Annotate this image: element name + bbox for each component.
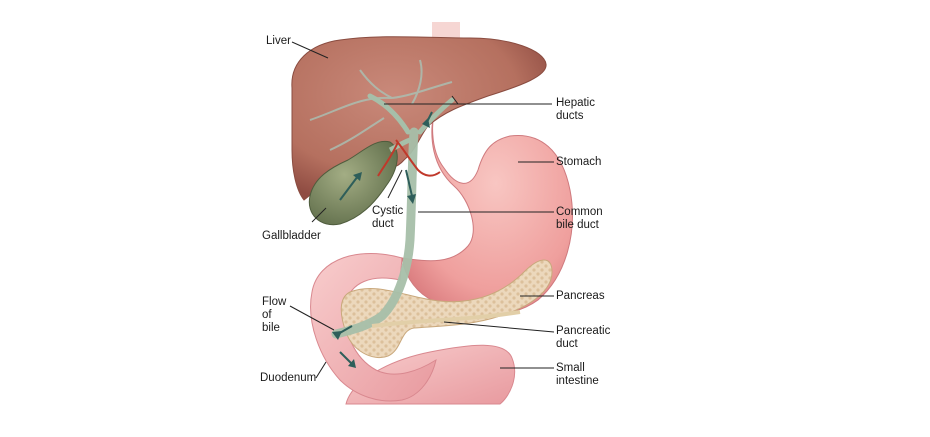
leader-hepatic-ducts-2: [451, 95, 459, 105]
leader-liver: [291, 41, 329, 59]
label-duodenum: Duodenum: [260, 372, 317, 384]
stomach: [401, 95, 573, 316]
label-flow-of-bile: Flow of bile: [262, 296, 287, 334]
label-cystic-duct: Cystic duct: [372, 205, 404, 230]
hepatic-artery: [377, 139, 441, 177]
leader-cystic-duct: [387, 169, 403, 199]
hepatic-ducts: [367, 93, 455, 135]
bile-flow-arrows: [332, 111, 433, 368]
label-hepatic-ducts: Hepatic ducts: [556, 97, 595, 122]
label-stomach: Stomach: [556, 156, 602, 168]
liver-veins: [309, 59, 453, 151]
pancreatic-duct: [371, 310, 521, 328]
label-gallbladder: Gallbladder: [262, 230, 321, 242]
leader-lines: [289, 41, 555, 379]
label-pancreas: Pancreas: [556, 290, 605, 302]
leader-pancreatic-duct: [443, 321, 555, 333]
label-small-intestine: Small intestine: [556, 362, 599, 387]
label-common-bile-duct: Common bile duct: [556, 206, 603, 231]
leader-gallbladder: [311, 207, 327, 223]
common-bile-duct: [331, 127, 419, 339]
label-liver: Liver: [266, 35, 291, 47]
leader-duodenum: [315, 361, 327, 379]
label-pancreatic-duct: Pancreatic duct: [556, 325, 611, 350]
cystic-duct: [388, 137, 411, 153]
leader-flow-of-bile: [289, 305, 335, 331]
